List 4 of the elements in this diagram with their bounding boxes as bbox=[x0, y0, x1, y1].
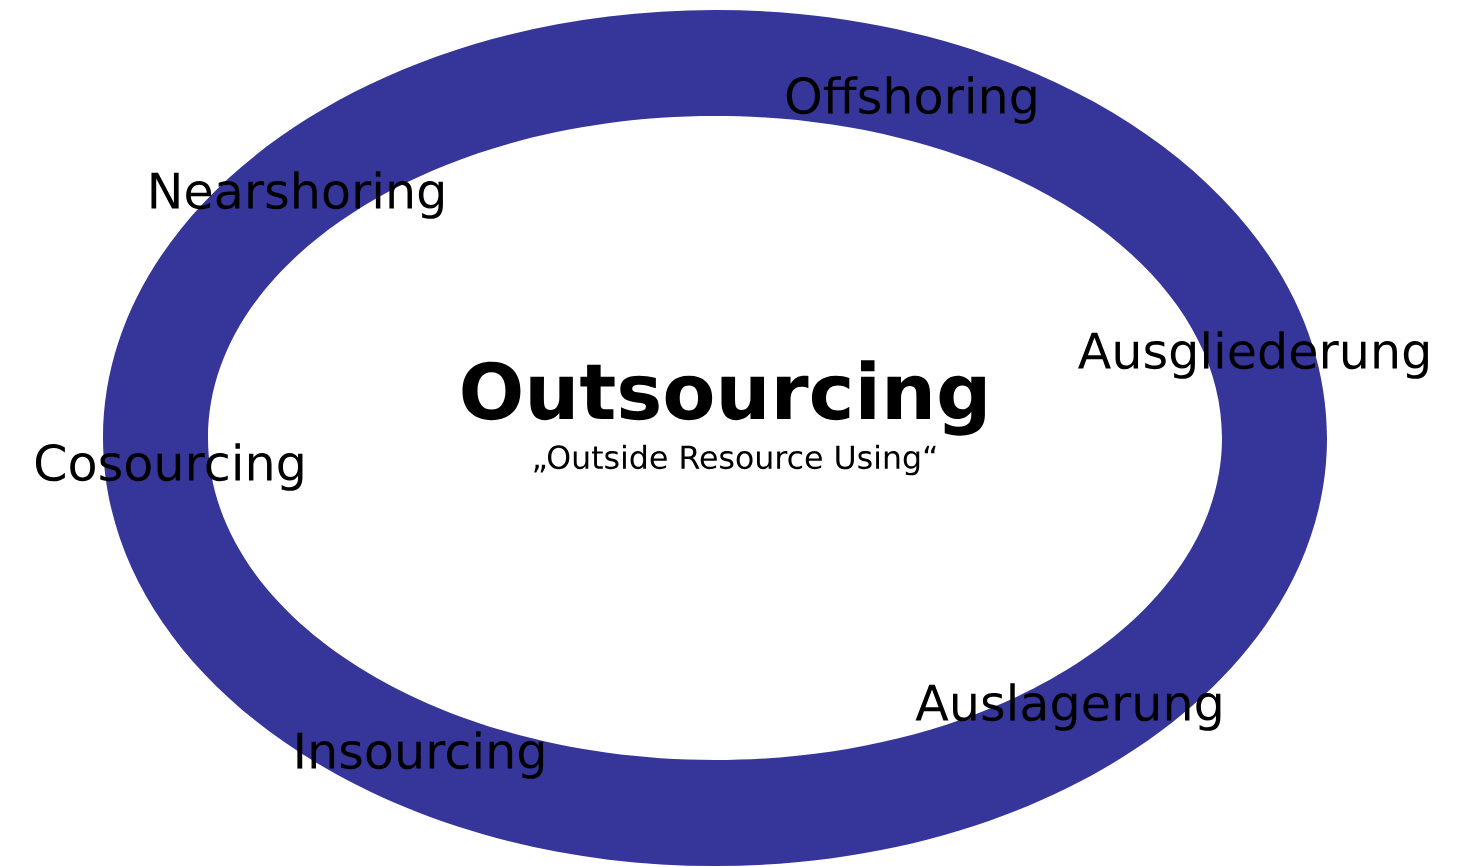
subtitle-text: „Outside Resource Using“ bbox=[534, 444, 936, 476]
term-label: Insourcing bbox=[297, 731, 544, 779]
term-label: Offshoring bbox=[786, 76, 1036, 124]
title-text: Outsourcing bbox=[462, 360, 985, 436]
